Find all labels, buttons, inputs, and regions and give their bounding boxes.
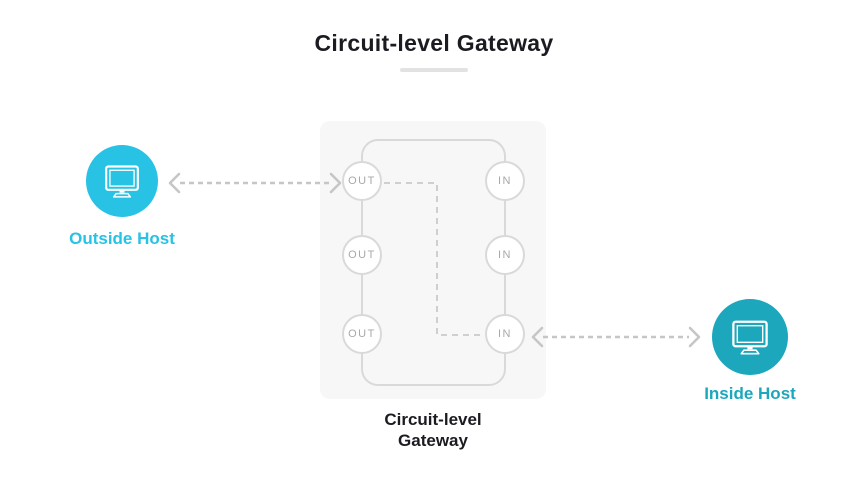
port-in-3: IN — [485, 314, 525, 354]
title-underline — [400, 68, 468, 72]
page-title: Circuit-level Gateway — [314, 30, 554, 56]
arrowhead-right-icon — [329, 172, 342, 194]
gateway-inner-loop — [361, 139, 506, 386]
inside-host-label: Inside Host — [704, 384, 796, 403]
gateway-caption-line2: Gateway — [398, 431, 468, 451]
arrowhead-right-icon — [688, 326, 701, 348]
inside-host-circle — [712, 299, 788, 375]
port-in-2: IN — [485, 235, 525, 275]
outside-host-circle — [86, 145, 158, 217]
port-out-2: OUT — [342, 235, 382, 275]
outside-host-label: Outside Host — [69, 229, 175, 248]
arrowhead-left-icon — [531, 326, 544, 348]
port-out-3: OUT — [342, 314, 382, 354]
gateway-inside-arrow — [531, 326, 701, 348]
arrowhead-left-icon — [168, 172, 181, 194]
monitor-icon — [105, 164, 139, 198]
gateway-caption: Circuit-level Gateway — [320, 409, 546, 452]
monitor-icon — [732, 320, 768, 354]
outside-gateway-arrow — [168, 172, 342, 194]
session-route-dashed — [384, 182, 483, 336]
gateway-caption-line1: Circuit-level — [384, 410, 482, 429]
port-out-1: OUT — [342, 161, 382, 201]
port-in-1: IN — [485, 161, 525, 201]
